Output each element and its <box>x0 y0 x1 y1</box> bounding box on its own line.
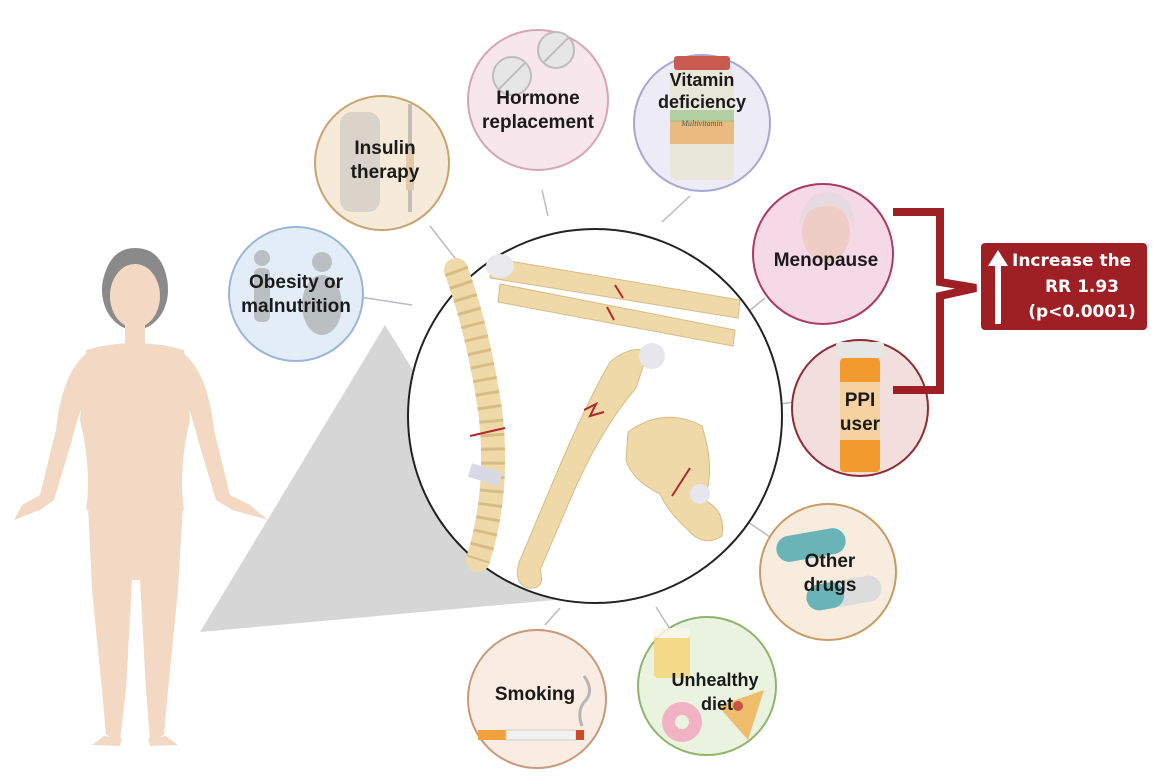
factor-hormone: Hormone replacement <box>468 30 608 170</box>
factor-obesity-label-1: Obesity or <box>249 272 344 293</box>
factor-vitamin: Multivitamin Vitamin deficiency <box>634 55 770 191</box>
factor-other-drugs-label-1: Other <box>805 551 856 572</box>
factor-hormone-label-2: replacement <box>482 112 595 133</box>
badge-line-1: Increase the <box>1012 251 1131 271</box>
bone-illustration <box>408 229 782 603</box>
factor-diet-label-2: diet <box>701 694 733 714</box>
vitamin-jar-label: Multivitamin <box>680 119 722 128</box>
factor-obesity: Obesity or malnutrition <box>229 227 363 361</box>
factor-ppi-label-2: user <box>840 414 881 435</box>
factor-menopause: Menopause <box>753 184 893 324</box>
factor-insulin-label-1: Insulin <box>354 138 415 159</box>
factor-vitamin-label-1: Vitamin <box>670 70 735 90</box>
badge-line-3: (p<0.0001) <box>1028 302 1136 322</box>
factor-diet: Unhealthy diet <box>638 617 776 755</box>
rr-badge: Increase the RR 1.93 (p<0.0001) <box>981 243 1147 330</box>
factor-insulin: Insulin therapy <box>315 96 449 230</box>
factor-other-drugs-label-2: drugs <box>804 575 857 596</box>
factor-obesity-label-2: malnutrition <box>241 296 351 317</box>
factor-ppi: PPI user <box>792 340 928 476</box>
factor-smoking: Smoking <box>468 630 606 768</box>
factor-diet-label-1: Unhealthy <box>671 670 758 690</box>
factor-menopause-label-1: Menopause <box>774 250 879 271</box>
factor-ppi-label-1: PPI <box>845 390 876 411</box>
factor-other-drugs: Other drugs <box>760 504 896 640</box>
factor-hormone-label-1: Hormone <box>496 88 579 109</box>
factor-smoking-label-1: Smoking <box>495 684 575 705</box>
badge-line-2: RR 1.93 <box>1045 277 1119 297</box>
factor-insulin-label-2: therapy <box>351 162 420 183</box>
factor-vitamin-label-2: deficiency <box>658 92 746 112</box>
